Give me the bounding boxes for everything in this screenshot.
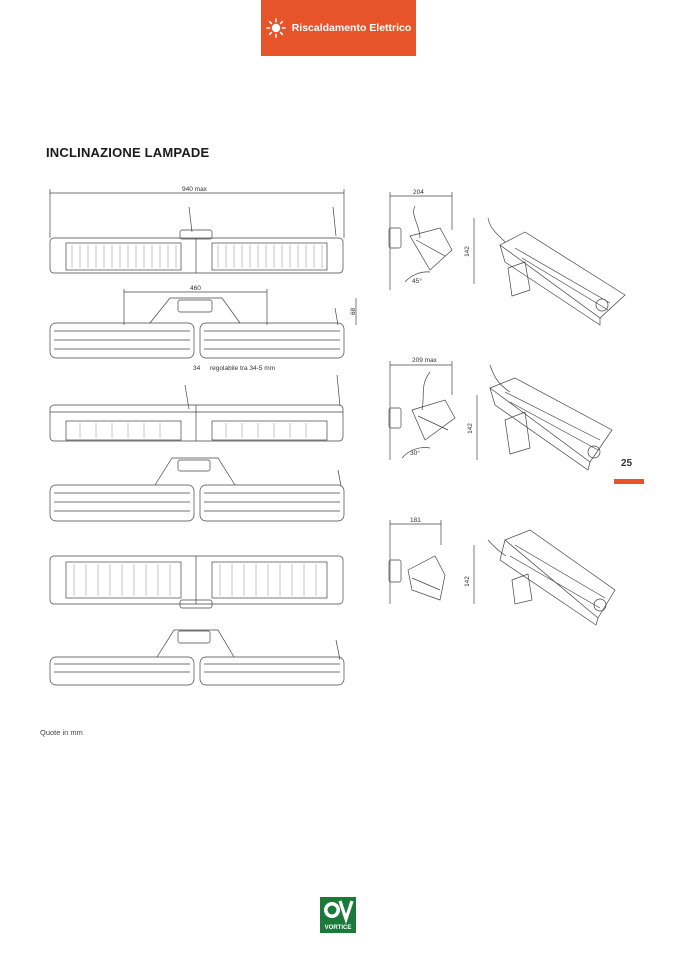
units-note: Quote in mm bbox=[40, 728, 83, 737]
side1-height: 142 bbox=[463, 246, 471, 257]
iso-view-1 bbox=[487, 217, 626, 326]
vortice-logo-icon bbox=[320, 897, 356, 925]
top-view-3 bbox=[49, 629, 345, 686]
side3-width: 181 bbox=[410, 517, 421, 524]
dim-width-max: 940 max bbox=[182, 186, 207, 193]
dimension-940 bbox=[49, 189, 345, 238]
logo-brand: VORTICE bbox=[320, 924, 356, 933]
iso-view-3 bbox=[487, 529, 616, 626]
side2-width: 209 max bbox=[412, 357, 437, 364]
side2-height: 142 bbox=[466, 423, 474, 434]
page-accent-bar bbox=[614, 479, 644, 484]
sun-icon bbox=[265, 18, 286, 38]
side1-width: 204 bbox=[413, 189, 424, 196]
top-view-2 bbox=[49, 457, 345, 522]
dimension-460 bbox=[123, 289, 357, 325]
side-view-2 bbox=[388, 361, 478, 460]
iso-view-2 bbox=[489, 364, 613, 471]
category-banner: Riscaldamento Elettrico bbox=[261, 0, 416, 56]
side-view-1 bbox=[388, 192, 475, 290]
front-view-2 bbox=[49, 374, 344, 442]
front-view-3 bbox=[49, 555, 344, 609]
front-view-1 bbox=[49, 206, 344, 274]
dim-adjust-note: regolabile tra 34-5 mm bbox=[210, 365, 276, 372]
top-view-1 bbox=[49, 297, 345, 359]
page-number: 25 bbox=[621, 458, 633, 469]
dim-bracket-width: 460 bbox=[190, 285, 201, 292]
side3-height: 142 bbox=[463, 576, 471, 587]
dim-height-small: 68 bbox=[350, 307, 358, 316]
dim-adjust-left: 34 bbox=[193, 365, 201, 372]
category-label: Riscaldamento Elettrico bbox=[291, 22, 412, 34]
side-view-3 bbox=[388, 520, 475, 604]
section-title: INCLINAZIONE LAMPADE bbox=[46, 145, 210, 160]
side2-angle: 30° bbox=[410, 450, 420, 457]
side1-angle: 45° bbox=[412, 278, 422, 285]
